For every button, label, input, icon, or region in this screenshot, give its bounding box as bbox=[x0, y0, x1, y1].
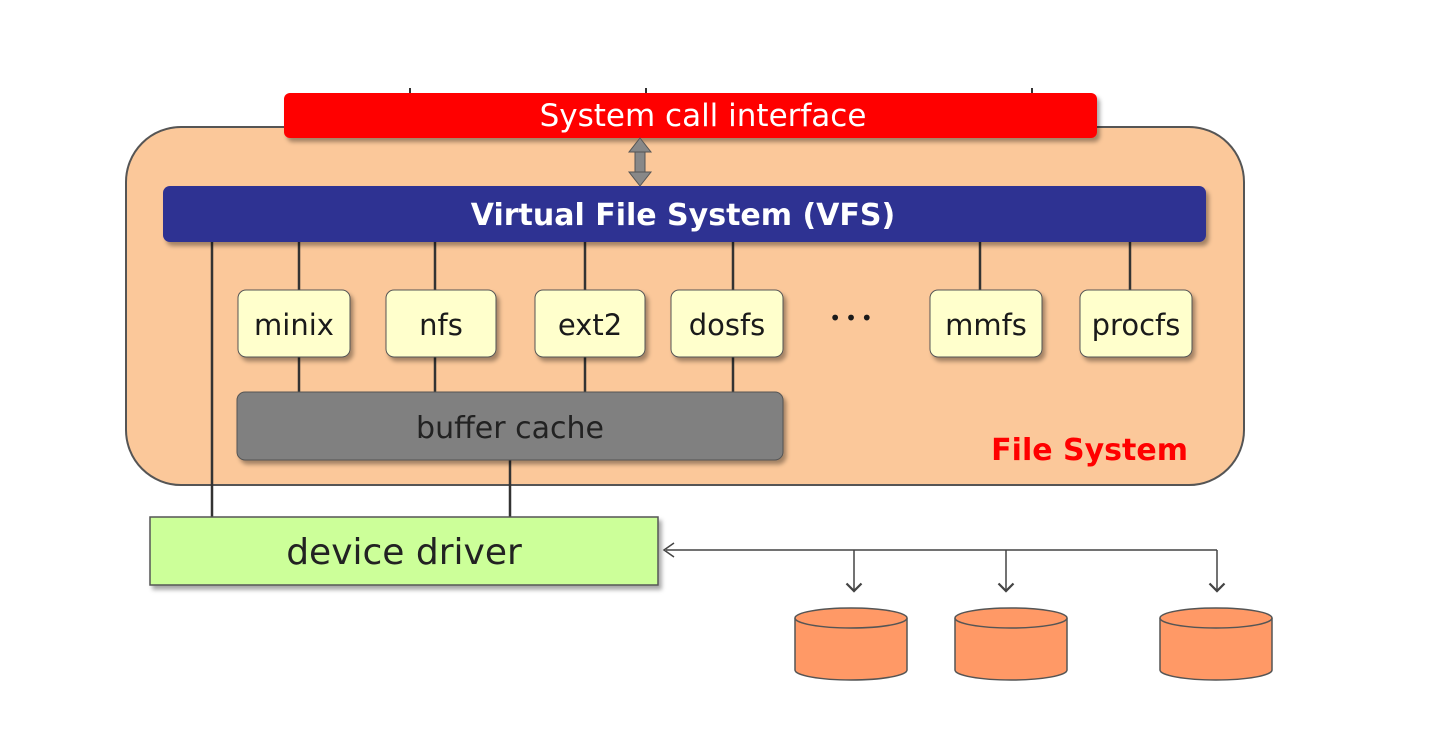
disk-3-icon bbox=[1159, 607, 1273, 681]
fs-box-minix: minix bbox=[237, 289, 351, 358]
vfs-bar: Virtual File System (VFS) bbox=[163, 186, 1206, 242]
disk-2-icon bbox=[954, 607, 1068, 681]
vfs-label: Virtual File System (VFS) bbox=[471, 198, 895, 233]
fs-label-nfs: nfs bbox=[419, 308, 463, 342]
fs-box-nfs: nfs bbox=[385, 289, 497, 358]
buffer-cache: buffer cache bbox=[236, 391, 784, 461]
system-call-interface: System call interface bbox=[284, 93, 1097, 138]
syscall-vfs-double-arrow bbox=[627, 137, 653, 187]
fs-box-dosfs: dosfs bbox=[670, 289, 784, 358]
fs-label-minix: minix bbox=[254, 308, 334, 342]
buffer-cache-label: buffer cache bbox=[416, 411, 604, 446]
fs-label-ext2: ext2 bbox=[558, 308, 622, 342]
fs-box-mmfs: mmfs bbox=[929, 289, 1043, 358]
disk-1-icon bbox=[794, 607, 908, 681]
device-driver: device driver bbox=[149, 516, 659, 586]
fs-box-ext2: ext2 bbox=[534, 289, 646, 358]
file-system-label: File System bbox=[991, 433, 1188, 468]
fs-to-cache-connectors bbox=[297, 356, 735, 518]
fs-box-procfs: procfs bbox=[1079, 289, 1193, 358]
vfs-connectors bbox=[210, 240, 1132, 518]
system-call-interface-label: System call interface bbox=[540, 98, 867, 134]
fs-label-mmfs: mmfs bbox=[945, 308, 1027, 342]
fs-label-dosfs: dosfs bbox=[689, 308, 766, 342]
fs-ellipsis: ••• bbox=[829, 306, 876, 330]
disk-bus bbox=[662, 542, 1226, 593]
device-driver-label: device driver bbox=[286, 532, 522, 573]
fs-label-procfs: procfs bbox=[1092, 308, 1181, 342]
